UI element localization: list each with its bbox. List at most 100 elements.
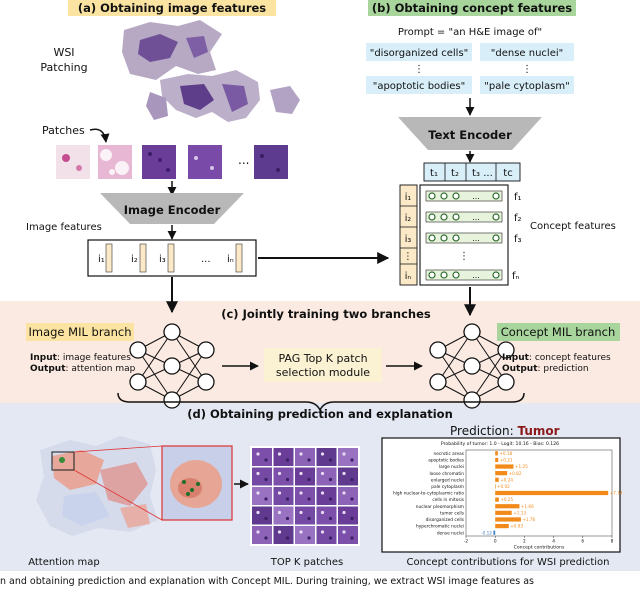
category-tick-label: enlarged nuclei — [431, 477, 464, 483]
topk-patch — [273, 487, 294, 505]
topk-patch — [295, 506, 315, 525]
feature-row-ellipsis: ... — [472, 192, 480, 201]
feature-node — [428, 192, 436, 200]
category-tick-label: necrotic areas — [434, 451, 465, 457]
x-tick-label: 2 — [523, 539, 526, 545]
pag-module-line-2: selection module — [276, 366, 370, 379]
concept-branch-io: Input: concept features — [502, 353, 611, 363]
topk-patches-grid — [252, 448, 358, 544]
patch-detail — [256, 510, 260, 515]
feature-node — [492, 213, 500, 221]
image-branch-io: Output: attention map — [30, 364, 136, 374]
contribution-bar — [495, 523, 509, 529]
patch-detail — [264, 516, 268, 521]
patch-detail — [350, 458, 354, 462]
concept-feature-2: f₂ — [514, 213, 522, 224]
attention-map-label: Attention map — [28, 557, 100, 568]
feature-row-ellipsis: ... — [472, 271, 480, 280]
bar-value-label: +1.76 — [522, 517, 535, 522]
category-tick-label: high nuclear-to-cytoplasmic ratio — [393, 491, 464, 497]
feature-row — [425, 211, 503, 223]
topk-patch — [273, 448, 294, 466]
feature-node — [492, 192, 500, 200]
patch-detail — [285, 516, 290, 521]
patch-detail — [328, 477, 333, 482]
patch-detail — [285, 536, 290, 540]
topk-patch — [316, 448, 337, 466]
patch-detail — [307, 536, 311, 540]
image-branch-io: Input: image features — [30, 353, 131, 363]
image-output-key: Output — [30, 364, 66, 374]
nn-edge — [471, 331, 507, 383]
patch-thumbnail — [98, 145, 132, 179]
patch-detail — [342, 510, 346, 515]
concept-input-key: Input — [502, 353, 530, 363]
category-tick-label: large nuclei — [439, 464, 464, 470]
patch-detail — [277, 510, 282, 515]
attention-map — [36, 436, 158, 536]
image-token-3: i₃ — [159, 254, 166, 265]
feature-node — [452, 234, 460, 242]
patch-detail — [342, 452, 346, 456]
contribution-bar — [495, 464, 514, 469]
contribution-bar — [495, 497, 499, 502]
concept-feature-1: f₁ — [514, 192, 522, 203]
patch-detail — [277, 471, 282, 476]
nn-node — [129, 341, 147, 359]
feature-node — [440, 271, 448, 279]
topk-patch — [252, 526, 272, 544]
category-tick-label: loose chromatin — [429, 471, 464, 477]
feature-node — [440, 192, 448, 200]
bar-value-label: -0.12 — [481, 530, 492, 535]
topk-patch — [316, 506, 337, 525]
section-d-title: (d) Obtaining prediction and explanation — [187, 407, 453, 421]
topk-patch — [316, 467, 337, 486]
patch-detail — [307, 477, 311, 482]
nn-node — [497, 373, 515, 391]
patch-detail — [277, 530, 282, 534]
text-token-3: t₃ — [472, 168, 480, 179]
image-token-column: i₁ i₂ i₃ ⋮ iₙ — [399, 184, 418, 286]
merge-brace — [117, 392, 525, 412]
bar-value-label: +0.24 — [500, 477, 513, 482]
topk-patch — [252, 467, 272, 486]
concept-box-dense-nuclei — [480, 43, 574, 61]
feature-row-ellipsis: ... — [472, 213, 480, 222]
column-token-3: i₃ — [405, 234, 412, 245]
chart-plot-area — [465, 449, 613, 537]
patches-arrow — [89, 128, 110, 143]
x-tick-label: 8 — [611, 539, 614, 545]
nn-node — [197, 341, 215, 359]
patch-detail — [328, 458, 333, 462]
feature-node — [492, 271, 500, 279]
prompt-text: Prompt = "an H&E image of" — [398, 27, 542, 38]
image-input-key: Input — [30, 353, 58, 363]
bar-value-label: +0.21 — [500, 458, 513, 463]
concept-features-label: Concept features — [530, 221, 616, 232]
patch-detail — [299, 471, 303, 476]
feature-node — [428, 234, 436, 242]
topk-patch — [273, 526, 294, 544]
contribution-bar — [495, 517, 521, 522]
feature-node — [452, 213, 460, 221]
feature-node — [492, 234, 500, 242]
concept-mil-branch-box — [497, 323, 620, 341]
feature-node — [428, 213, 436, 221]
patch-detail — [320, 530, 325, 534]
nn-node — [163, 357, 181, 375]
text-token-2: t₂ — [451, 168, 459, 179]
concept-branch-io: Output: prediction — [502, 364, 589, 374]
x-tick-label: 0 — [494, 539, 497, 545]
topk-patch — [338, 487, 358, 505]
nn-node — [429, 341, 447, 359]
topk-patch — [273, 467, 294, 486]
concept-dense-nuclei: "dense nuclei" — [491, 48, 563, 59]
contribution-bar — [495, 471, 508, 476]
patch-detail — [342, 491, 346, 495]
patch-detail — [264, 536, 268, 540]
contribution-bar — [495, 451, 498, 456]
feature-node — [440, 213, 448, 221]
patch-detail — [277, 491, 282, 495]
image-token-2: i₂ — [131, 254, 138, 265]
